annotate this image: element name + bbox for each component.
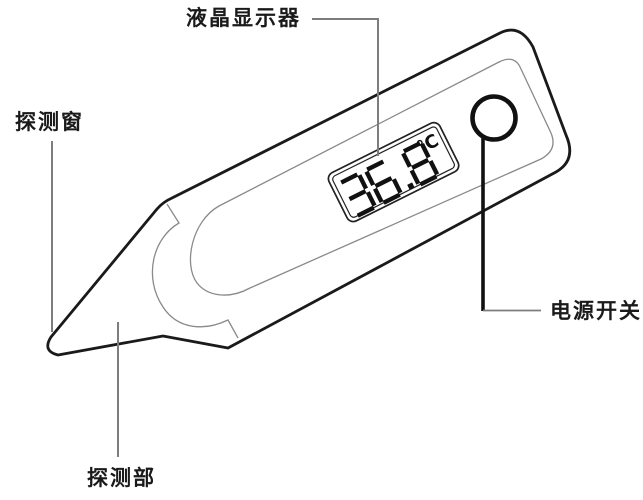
inner-panel-line <box>189 58 554 296</box>
probe-seam-arc <box>151 203 239 339</box>
leader-line-lcd <box>312 18 379 156</box>
label-power-switch: 电源开关 <box>550 299 642 323</box>
lcd-display: ℃ <box>327 121 460 223</box>
lcd-digits <box>340 141 440 218</box>
lcd-inner-frame <box>332 126 455 218</box>
label-probe-part: 探测部 <box>87 466 156 490</box>
thermometer-body-outline <box>46 28 572 357</box>
power-button-icon <box>470 94 518 142</box>
label-lcd-display: 液晶显示器 <box>186 6 301 30</box>
label-probe-window: 探测窗 <box>15 110 84 134</box>
